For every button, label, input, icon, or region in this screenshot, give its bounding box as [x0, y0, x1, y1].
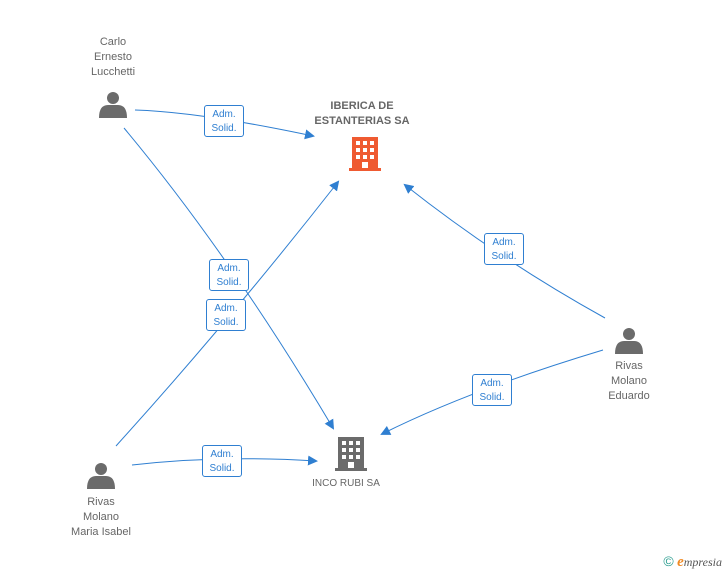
relation-role: Adm. — [217, 263, 241, 274]
copyright-icon: © — [663, 553, 674, 569]
brand-initial: e — [677, 554, 684, 570]
relation-badge[interactable]: Adm. Solid. — [209, 259, 249, 291]
relation-badge[interactable]: Adm. Solid. — [484, 233, 524, 265]
relation-type: Solid. — [209, 463, 235, 474]
relation-badge[interactable]: Adm. Solid. — [206, 299, 246, 331]
person-label-carlo[interactable]: Carlo Ernesto Lucchetti — [90, 36, 136, 78]
relation-type: Solid. — [211, 123, 237, 134]
company-label-iberica[interactable]: IBERICA DE ESTANTERIAS SA — [314, 100, 410, 127]
relation-type: Solid. — [213, 317, 239, 328]
relation-type: Solid. — [216, 277, 242, 288]
relation-role: Adm. — [212, 109, 236, 120]
person-icon[interactable] — [87, 463, 115, 489]
relation-type: Solid. — [491, 251, 517, 262]
brand-name: mpresia — [683, 555, 722, 569]
person-label-isabel[interactable]: Rivas Molano Maria Isabel — [71, 496, 131, 538]
building-icon[interactable] — [335, 437, 367, 471]
company-label-inco[interactable]: INCO RUBI SA — [312, 478, 380, 489]
relation-badge[interactable]: Adm. Solid. — [472, 374, 512, 406]
relation-role: Adm. — [492, 237, 516, 248]
relation-badge[interactable]: Adm. Solid. — [204, 105, 244, 137]
relation-role: Adm. — [480, 378, 504, 389]
building-icon[interactable] — [349, 137, 381, 171]
relation-role: Adm. — [210, 449, 234, 460]
person-icon[interactable] — [615, 328, 643, 354]
relation-role: Adm. — [214, 303, 238, 314]
person-icon[interactable] — [99, 92, 127, 118]
empresia-logo[interactable]: © empresia — [663, 553, 722, 571]
person-label-eduardo[interactable]: Rivas Molano Eduardo — [608, 360, 650, 402]
relation-badge[interactable]: Adm. Solid. — [202, 445, 242, 477]
relation-type: Solid. — [479, 392, 505, 403]
